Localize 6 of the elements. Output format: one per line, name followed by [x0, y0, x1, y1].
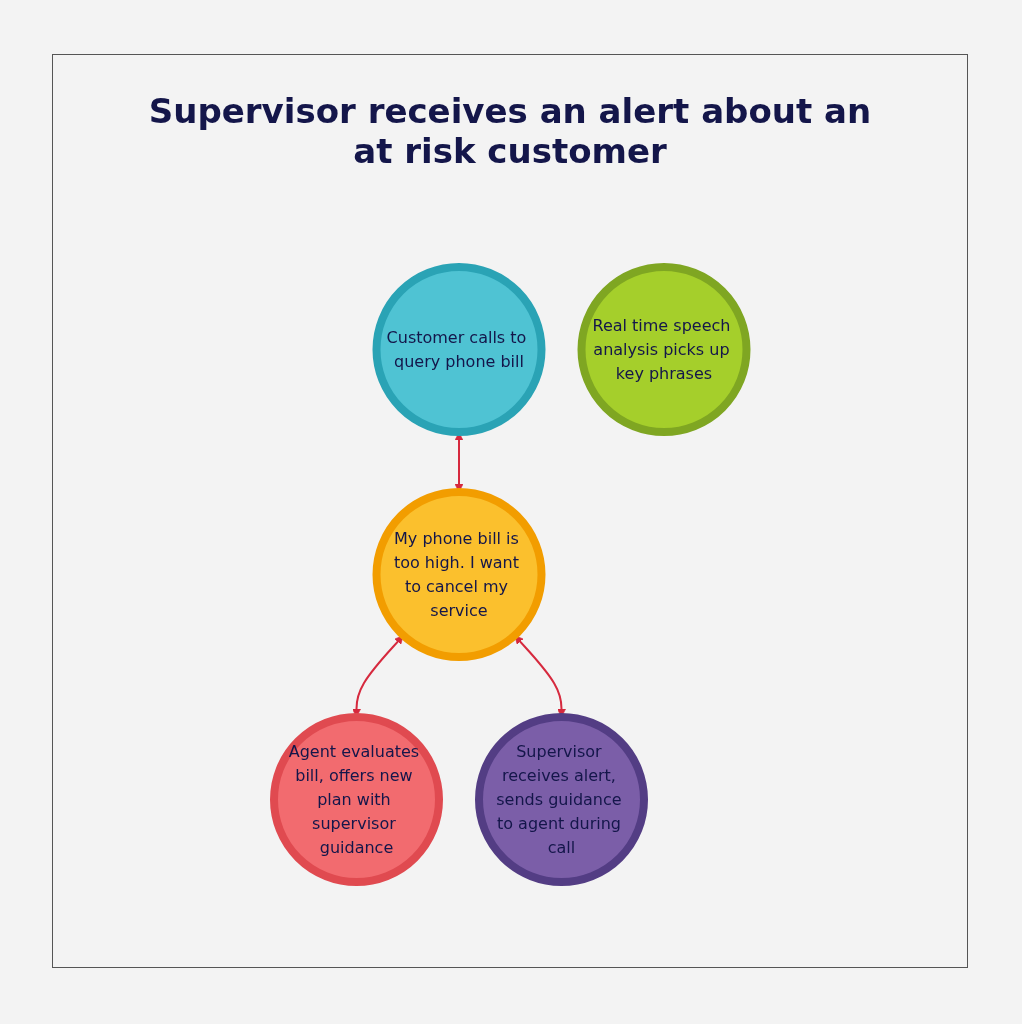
- node-circle: Agent evaluates bill, offers new plan with supervisor guidance: [269, 712, 443, 886]
- node-circle: My phone bill is too high. I want to cancel my service: [372, 487, 546, 661]
- node-circle: Customer calls to query phone bill: [372, 262, 546, 436]
- node-circle: Supervisor receives alert, sends guidance to agent during call: [474, 712, 648, 886]
- title: Supervisor receives an alert about an at risk customer: [147, 91, 873, 171]
- node-circle: Real time speech analysis picks up key phrases: [577, 262, 751, 436]
